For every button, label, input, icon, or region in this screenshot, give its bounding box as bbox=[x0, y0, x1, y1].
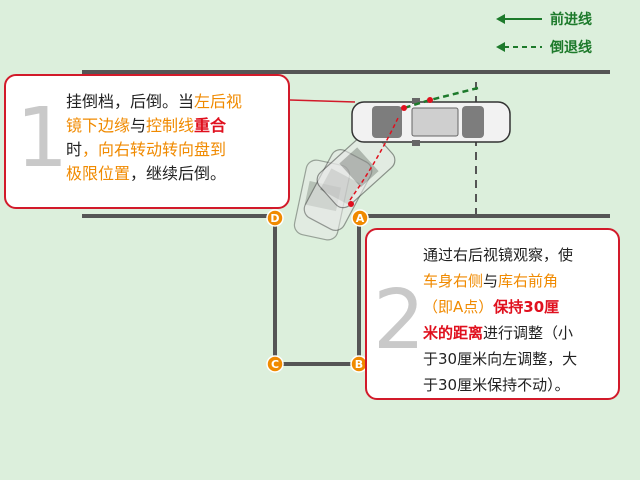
point-d: D bbox=[266, 209, 284, 227]
step1-text: 挂倒档，后倒。当左后视 镜下边缘与控制线重合 时，向右转动转向盘到 极限位置，继… bbox=[66, 92, 243, 183]
forward-arrow-icon bbox=[496, 14, 542, 24]
step2-number: 2 bbox=[373, 273, 426, 368]
point-c: C bbox=[266, 355, 284, 373]
svg-text:B: B bbox=[355, 358, 363, 371]
svg-text:D: D bbox=[270, 212, 279, 225]
step1-card: 1 挂倒档，后倒。当左后视 镜下边缘与控制线重合 时，向右转动转向盘到 极限位置… bbox=[4, 74, 290, 209]
legend-forward-label: 前进线 bbox=[550, 12, 592, 28]
side-marker bbox=[348, 201, 354, 207]
callout-line-1 bbox=[289, 99, 356, 103]
car-main bbox=[351, 98, 511, 146]
step2-text: 通过右后视镜观察，使 车身右侧与库右前角 （即A点）保持30厘 米的距离进行调整… bbox=[423, 246, 578, 394]
reverse-arrow-icon bbox=[496, 42, 542, 52]
point-a: A bbox=[351, 209, 369, 227]
step1-number: 1 bbox=[16, 91, 69, 186]
legend-forward: 前进线 bbox=[496, 9, 592, 29]
step2-card: 2 通过右后视镜观察，使 车身右侧与库右前角 （即A点）保持30厘 米的距离进行… bbox=[365, 228, 620, 400]
svg-text:C: C bbox=[271, 358, 279, 371]
legend-reverse: 倒退线 bbox=[496, 37, 592, 57]
mirror-marker bbox=[401, 105, 407, 111]
svg-text:A: A bbox=[356, 212, 365, 225]
legend-reverse-label: 倒退线 bbox=[550, 40, 592, 56]
path-marker bbox=[427, 97, 433, 103]
turn-path bbox=[349, 117, 399, 201]
